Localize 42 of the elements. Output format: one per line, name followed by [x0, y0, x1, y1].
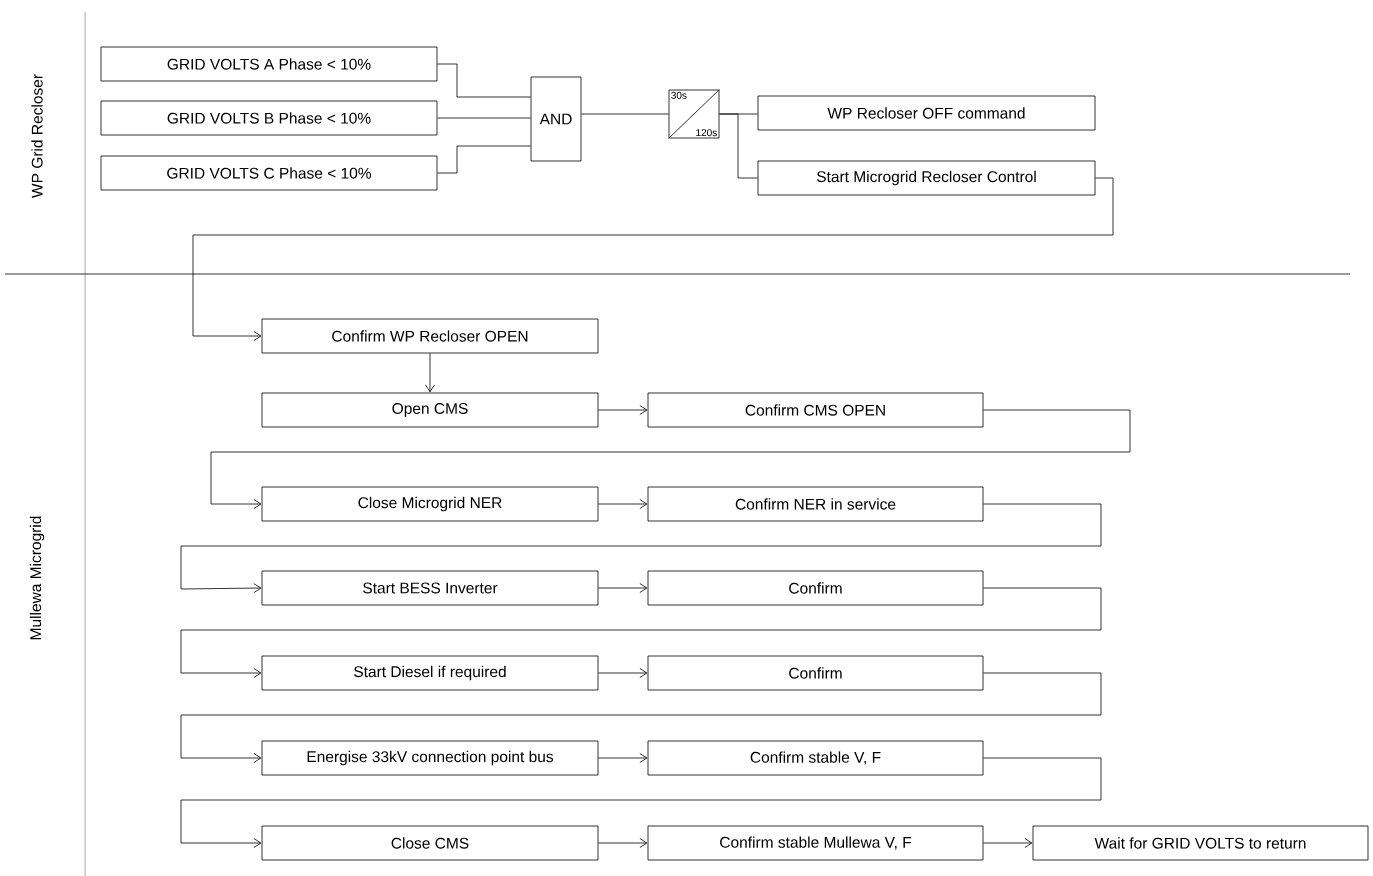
process-box: WP Recloser OFF command [757, 95, 1096, 131]
arrow [598, 838, 648, 848]
arrow [192, 177, 1114, 341]
arrow [598, 753, 648, 763]
process-box: Close CMS [261, 825, 599, 861]
process-box: Wait for GRID VOLTS to return [1032, 825, 1369, 861]
arrow [598, 405, 648, 415]
connector-line [437, 117, 531, 119]
arrow [180, 672, 1102, 763]
process-box: Confirm [647, 655, 984, 691]
arrow [598, 499, 648, 509]
gate-box: AND [530, 76, 582, 162]
process-box: Confirm NER in service [647, 486, 984, 522]
process-box: GRID VOLTS C Phase < 10% [100, 155, 438, 191]
arrow [210, 409, 1131, 509]
arrow [598, 668, 648, 678]
arrow [180, 587, 1102, 678]
process-box: Open CMS [261, 392, 599, 428]
arrow [180, 503, 1102, 593]
timer-box: 30s 120s [668, 89, 720, 139]
process-box: Start BESS Inverter [261, 570, 599, 606]
process-box: Start Diesel if required [261, 655, 599, 691]
process-box: Energise 33kV connection point bus [261, 740, 599, 776]
lane-label: WP Grid Recloser [31, 74, 43, 198]
connector-line [437, 63, 531, 98]
process-box: GRID VOLTS B Phase < 10% [100, 100, 438, 136]
process-box: Start Microgrid Recloser Control [757, 160, 1096, 196]
process-box: Close Microgrid NER [261, 486, 599, 522]
process-box: Confirm WP Recloser OPEN [261, 318, 599, 354]
process-box: Confirm [647, 570, 984, 606]
connector-line [581, 113, 669, 115]
connector-line [719, 113, 758, 179]
process-box: Confirm CMS OPEN [647, 392, 984, 428]
process-box: Confirm stable V, F [647, 740, 984, 776]
arrow [180, 757, 1102, 848]
arrow [983, 838, 1033, 848]
process-box: GRID VOLTS A Phase < 10% [100, 46, 438, 82]
arrow [425, 353, 435, 393]
process-box: Confirm stable Mullewa V, F [647, 825, 984, 861]
connector-line [437, 145, 531, 174]
arrow [598, 583, 648, 593]
lane-label: Mullewa Microgrid [29, 516, 45, 640]
